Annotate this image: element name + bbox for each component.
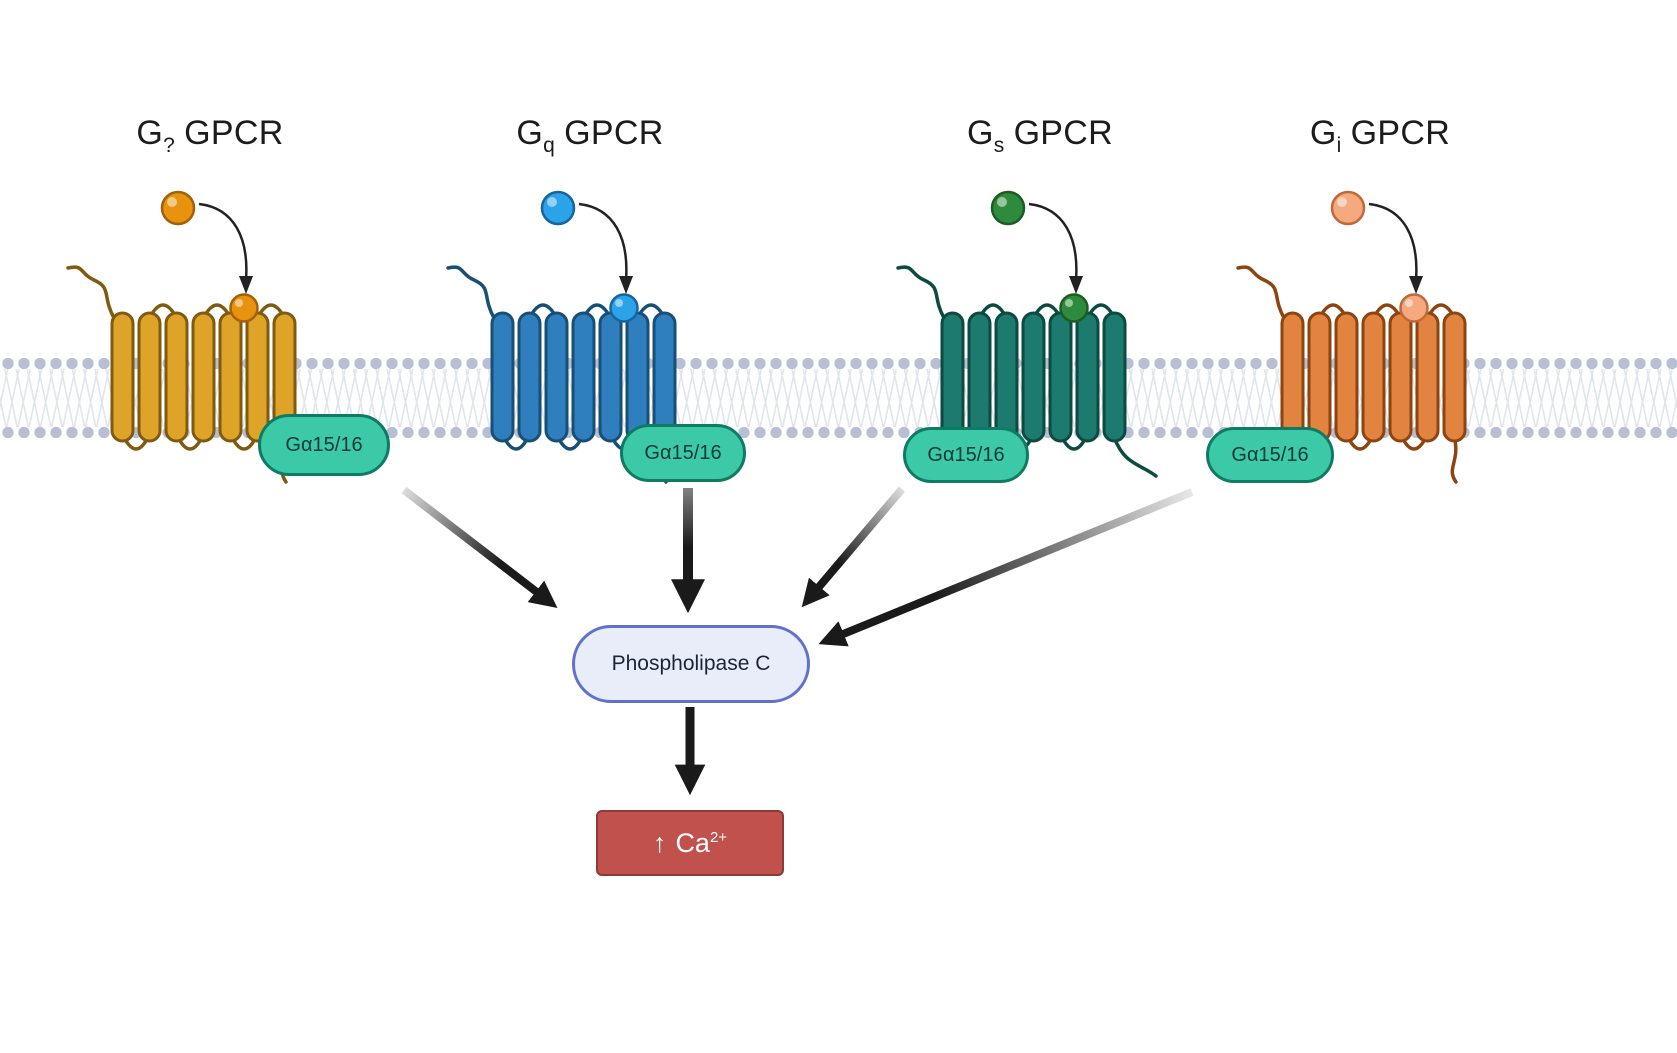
g-alpha-15-16-badge: Gα15/16 bbox=[620, 424, 746, 482]
g-subscript: s bbox=[993, 133, 1005, 157]
receptor-illustration bbox=[446, 190, 677, 484]
receptor-title: Gq GPCR bbox=[430, 114, 750, 158]
g-alpha-15-16-badge: Gα15/16 bbox=[258, 414, 390, 476]
lipid-heads-top bbox=[0, 356, 1677, 371]
ligand-binding-arrow bbox=[1368, 202, 1418, 281]
g-letter: G bbox=[136, 114, 164, 152]
receptor-gi: Gi GPCR bbox=[1220, 108, 1540, 508]
receptor-title: Gs GPCR bbox=[880, 114, 1200, 158]
receptor-g-unknown: G? GPCR bbox=[50, 108, 370, 508]
free-ligand bbox=[1330, 190, 1366, 226]
g-letter: G bbox=[516, 114, 544, 152]
g-subscript: i bbox=[1336, 133, 1342, 157]
calcium-increase-node: ↑ Ca2+ bbox=[596, 810, 784, 876]
docked-ligand bbox=[1399, 293, 1429, 323]
ligand-binding-arrow bbox=[198, 202, 248, 281]
receptor-gq: Gq GPCR bbox=[430, 108, 750, 508]
gpcr-word: GPCR bbox=[184, 114, 284, 152]
docked-ligand bbox=[229, 293, 259, 323]
receptor-illustration bbox=[66, 190, 297, 484]
receptor-title: G? GPCR bbox=[50, 114, 370, 158]
free-ligand bbox=[160, 190, 196, 226]
phospholipase-c-node: Phospholipase C bbox=[572, 625, 810, 703]
free-ligand bbox=[990, 190, 1026, 226]
receptor-gs: Gs GPCR bbox=[880, 108, 1200, 508]
gpcr-word: GPCR bbox=[1350, 114, 1451, 152]
receptor-illustration bbox=[896, 190, 1158, 478]
gpcr-word: GPCR bbox=[1013, 114, 1113, 152]
receptor-title: Gi GPCR bbox=[1220, 114, 1540, 158]
ligand-binding-arrow bbox=[1028, 202, 1078, 281]
g-alpha-15-16-badge: Gα15/16 bbox=[903, 427, 1029, 483]
g-letter: G bbox=[1309, 114, 1337, 152]
receptor-illustration bbox=[1236, 190, 1467, 484]
up-arrow-glyph: ↑ bbox=[652, 827, 667, 858]
g-subscript: q bbox=[543, 133, 556, 157]
calcium-superscript: 2+ bbox=[709, 828, 728, 846]
g-subscript: ? bbox=[163, 133, 176, 157]
free-ligand bbox=[540, 190, 576, 226]
docked-ligand bbox=[1059, 293, 1089, 323]
g-alpha-15-16-badge: Gα15/16 bbox=[1206, 427, 1334, 483]
calcium-label: Ca2+ bbox=[675, 827, 728, 858]
docked-ligand bbox=[609, 293, 639, 323]
ligand-binding-arrow bbox=[578, 202, 628, 281]
arrow-galpha4-to-plc bbox=[818, 488, 1194, 647]
gpcr-word: GPCR bbox=[564, 114, 664, 152]
g-letter: G bbox=[967, 114, 994, 152]
